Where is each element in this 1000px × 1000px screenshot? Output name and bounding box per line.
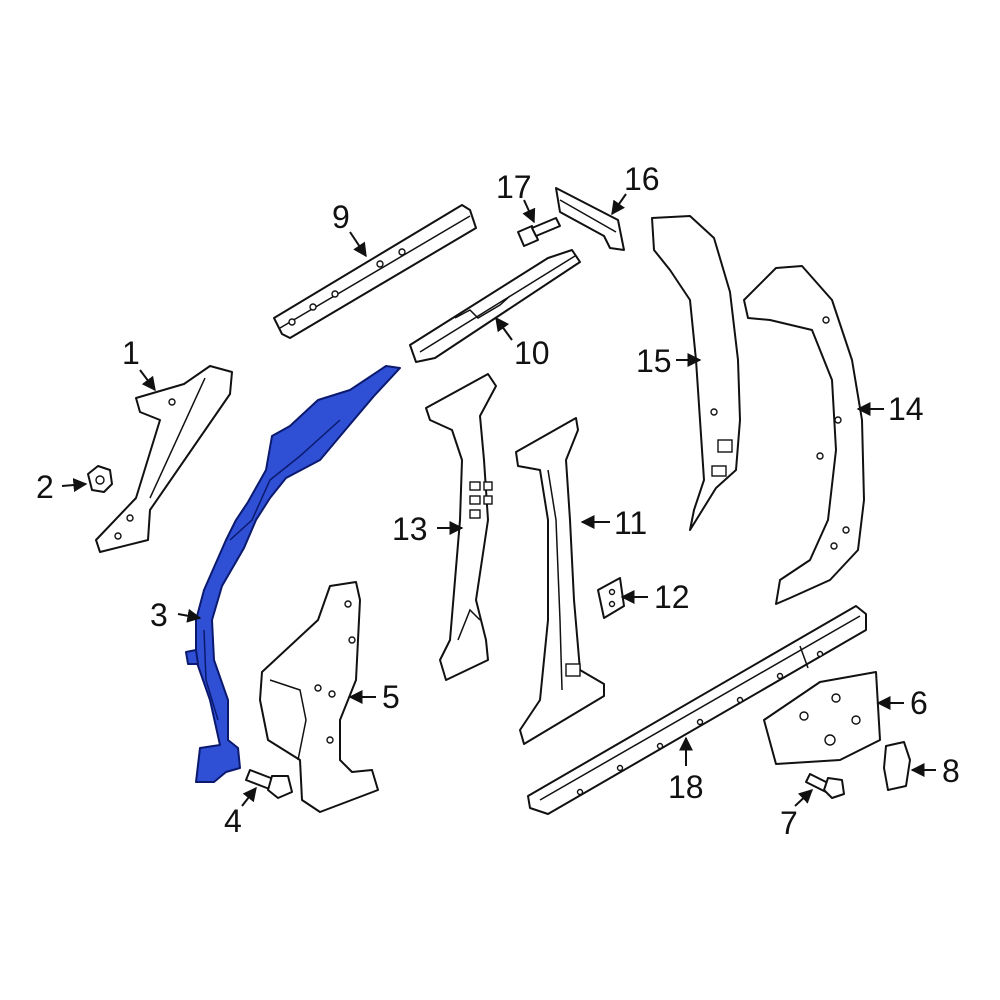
callout-1: 1 — [122, 335, 140, 371]
part-10-rail-reinforcement[interactable] — [409, 249, 581, 363]
leader-7 — [794, 789, 814, 807]
part-4-bolt[interactable] — [245, 769, 293, 799]
part-14-quarter-panel[interactable] — [743, 265, 865, 605]
callout-18: 18 — [668, 769, 704, 805]
callout-labels: 1 2 3 4 5 6 7 8 9 10 11 12 13 14 15 16 1… — [36, 161, 960, 841]
callout-10: 10 — [514, 335, 550, 371]
callout-8: 8 — [942, 753, 960, 789]
callout-11: 11 — [614, 505, 647, 541]
leader-16 — [611, 193, 627, 216]
callout-9: 9 — [332, 199, 350, 235]
part-3-body — [195, 365, 401, 783]
part-6-bracket[interactable] — [763, 671, 881, 765]
leader-2 — [61, 478, 88, 493]
part-18-rocker-panel[interactable] — [527, 605, 867, 815]
leader-3 — [177, 608, 202, 623]
callout-7: 7 — [780, 805, 798, 841]
part-16-bracket[interactable] — [555, 187, 625, 251]
leader-10 — [495, 316, 513, 341]
callout-2: 2 — [36, 469, 54, 505]
leader-lines — [61, 193, 936, 807]
callout-17: 17 — [496, 169, 532, 205]
part-11-b-pillar-outer[interactable] — [515, 417, 605, 745]
leader-1 — [139, 369, 156, 392]
callout-4: 4 — [224, 803, 242, 839]
callout-13: 13 — [392, 511, 428, 547]
part-3-hinge-pillar-highlighted[interactable] — [185, 365, 401, 783]
part-7-bolt[interactable] — [805, 773, 845, 799]
callout-14: 14 — [888, 391, 924, 427]
callout-5: 5 — [382, 679, 400, 715]
part-8-clip[interactable] — [883, 741, 911, 791]
part-5-hinge-pillar-lower[interactable] — [259, 581, 379, 813]
callout-6: 6 — [910, 685, 928, 721]
callout-15: 15 — [636, 343, 672, 379]
part-9-roof-rail[interactable] — [273, 204, 477, 339]
part-17-bolt[interactable] — [517, 217, 561, 247]
callout-12: 12 — [654, 579, 690, 615]
part-1-a-pillar[interactable] — [95, 365, 233, 553]
callout-16: 16 — [624, 161, 660, 197]
part-15-c-pillar-inner[interactable] — [651, 215, 741, 531]
callout-3: 3 — [150, 597, 168, 633]
leader-9 — [349, 231, 367, 258]
leader-4 — [241, 786, 257, 807]
part-12-plate[interactable] — [597, 577, 625, 619]
leader-17 — [522, 199, 536, 224]
part-2-nut[interactable] — [87, 465, 113, 493]
